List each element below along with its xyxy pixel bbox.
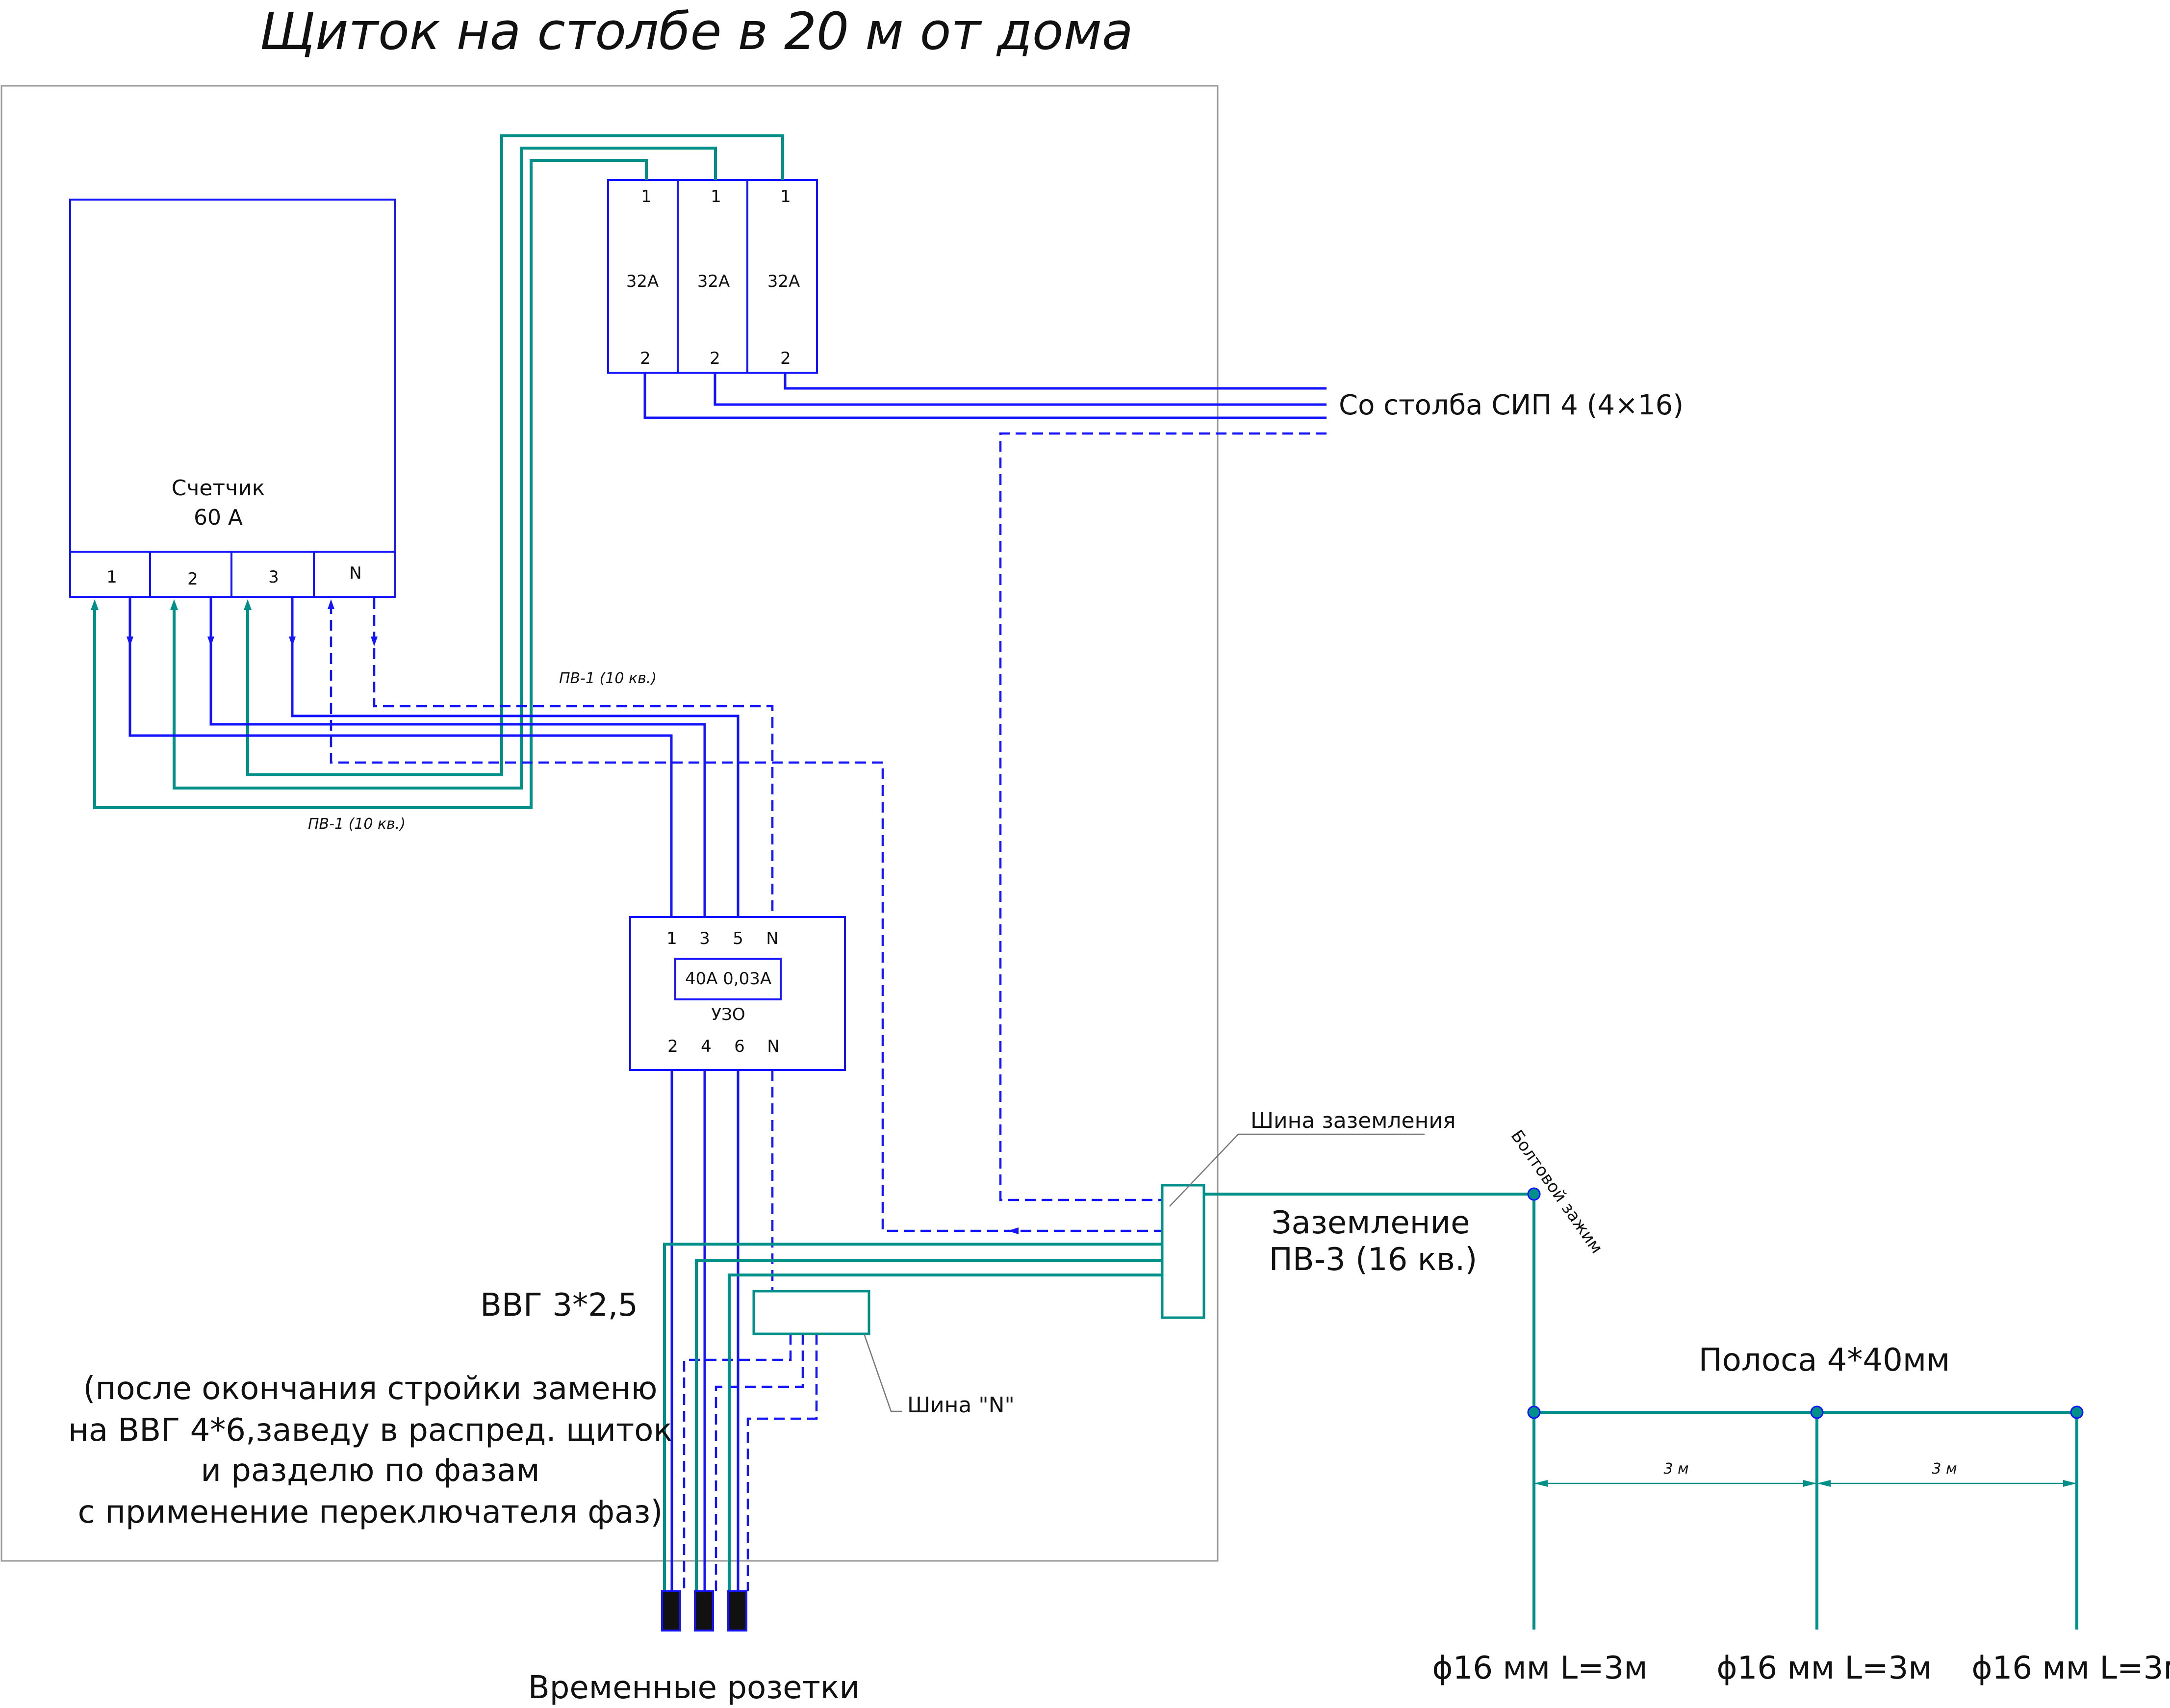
breaker-1-rating: 32А [626, 272, 659, 291]
note-line-1: (после окончания стройки заменю [83, 1371, 658, 1407]
earthing-system [1204, 1187, 2084, 1630]
note-line-2: на ВВГ 4*6,заведу в распред. щиток [68, 1412, 672, 1449]
ground-bus-label: Шина заземления [1251, 1108, 1455, 1133]
meter-rating: 60 А [194, 505, 243, 530]
socket-terminal-3 [727, 1590, 747, 1632]
sockets-label: Временные розетки [528, 1670, 860, 1706]
breaker-2-rating: 32А [697, 272, 730, 291]
rcd-top-1: 1 [666, 929, 677, 948]
meter-label: Счетчик [172, 476, 265, 501]
grounding-label-line2: ПВ-3 (16 кв.) [1269, 1242, 1478, 1278]
panel-enclosure [0, 85, 1219, 1562]
rcd-bottom-4: 4 [701, 1037, 712, 1056]
note-line-4: с применение переключателя фаз) [78, 1494, 663, 1530]
breaker-3-rating: 32А [767, 272, 800, 291]
grounding-label-line1: Заземление [1271, 1205, 1470, 1241]
rcd-top-5: 5 [733, 929, 743, 948]
electrode-label-1: ϕ16 мм L=3м [1432, 1650, 1647, 1686]
breaker-2-bottom: 2 [710, 349, 720, 368]
breaker-to-meter-wires [91, 134, 784, 809]
socket-terminals [661, 1590, 747, 1632]
meter-terminal-3: 3 [268, 567, 279, 587]
neutral-bus [752, 1290, 870, 1335]
breaker-1-top: 1 [641, 187, 652, 206]
electricity-meter: Счетчик 60 А 1 2 3 N [69, 199, 396, 598]
wire-label-top: ПВ-1 (10 кв.) [559, 670, 657, 687]
rcd-bottom-n: N [767, 1037, 779, 1056]
rcd-top-n: N [766, 929, 778, 948]
bolt-clamp-label: Болтовой зажим [1507, 1126, 1607, 1257]
wire-label-bottom: ПВ-1 (10 кв.) [308, 816, 406, 833]
socket-terminal-1 [661, 1590, 681, 1632]
diagram-title: Щиток на столбе в 20 м от дома [259, 1, 1133, 61]
socket-ground-wires [663, 1243, 1162, 1591]
rcd-bottom-2: 2 [667, 1037, 678, 1056]
rcd-name: УЗО [711, 1005, 745, 1024]
meter-terminal-n: N [349, 563, 361, 583]
rcd-rating: 40А 0,03А [685, 969, 771, 989]
breaker-1-bottom: 2 [640, 349, 651, 368]
supply-wires [643, 373, 1327, 1201]
socket-terminal-2 [694, 1590, 714, 1632]
neutral-bus-label: Шина "N" [907, 1393, 1015, 1418]
meter-to-rcd-wires [127, 598, 1162, 1234]
rcd-device: 1 3 5 N 40А 0,03А УЗО 2 4 6 N [629, 916, 846, 1071]
rcd-top-3: 3 [699, 929, 710, 948]
meter-terminal-1: 1 [106, 567, 117, 587]
electrode-label-3: ϕ16 мм L=3м [1971, 1650, 2170, 1686]
note-line-3: и разделю по фазам [201, 1453, 539, 1489]
breaker-3-top: 1 [780, 187, 791, 206]
spacing-label-2: 3 м [1932, 1460, 1957, 1478]
breaker-2-top: 1 [711, 187, 721, 206]
cable-label: ВВГ 3*2,5 [480, 1287, 638, 1324]
rcd-to-socket-wires [670, 1070, 818, 1591]
circuit-breakers: 1 1 1 32А 32А 32А 2 2 2 [607, 179, 818, 374]
rcd-bottom-6: 6 [734, 1037, 745, 1056]
breaker-3-bottom: 2 [780, 349, 791, 368]
supply-label: Со столба СИП 4 (4×16) [1339, 389, 1684, 421]
ground-bus [1161, 1184, 1205, 1319]
strip-label: Полоса 4*40мм [1699, 1342, 1950, 1378]
spacing-label-1: 3 м [1663, 1460, 1688, 1478]
electrode-label-2: ϕ16 мм L=3м [1716, 1650, 1932, 1686]
meter-terminal-2: 2 [187, 569, 198, 589]
